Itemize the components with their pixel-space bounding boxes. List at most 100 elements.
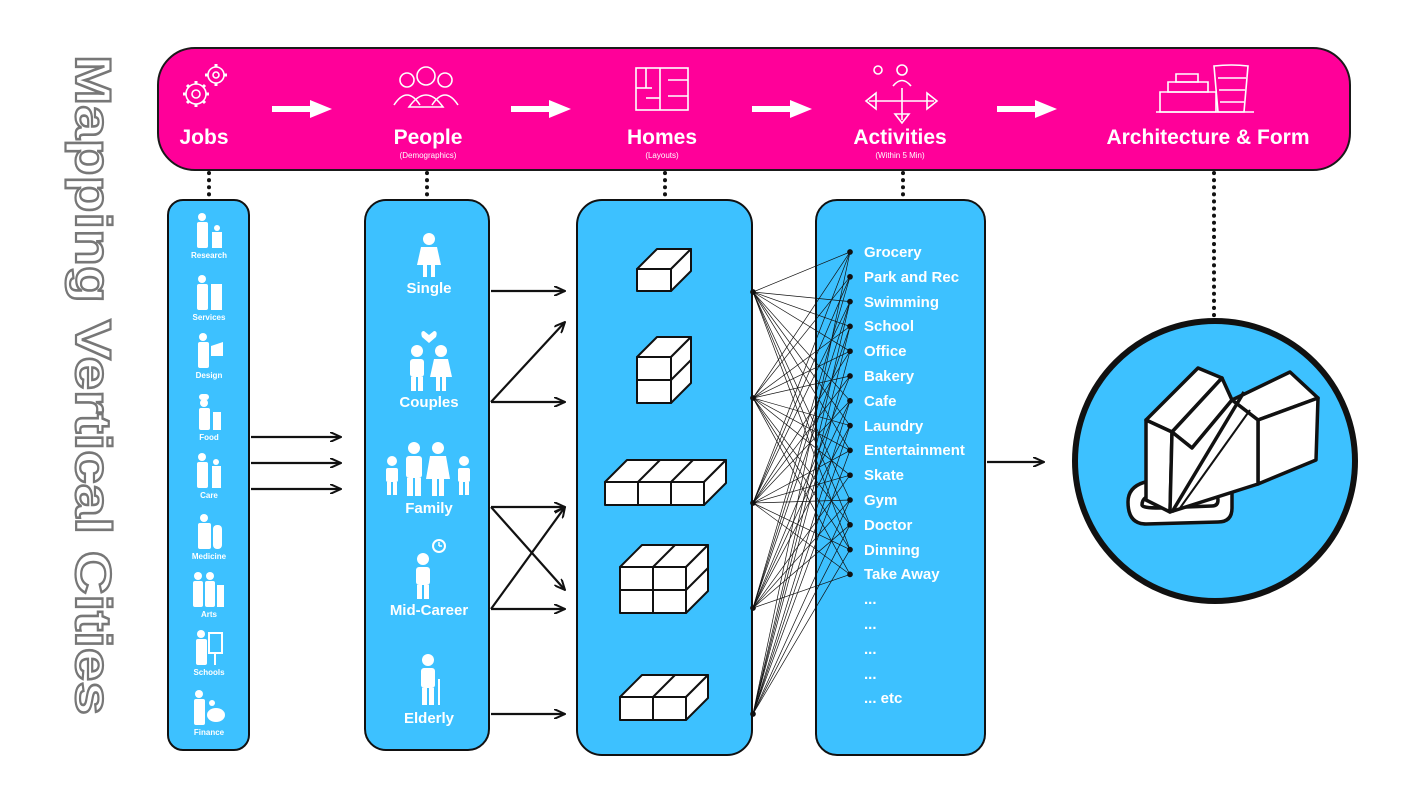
mesh-line: [752, 291, 851, 302]
mesh-line: [752, 276, 851, 609]
mesh-line: [752, 499, 851, 715]
job-research: Research: [169, 212, 249, 260]
mesh-line: [752, 375, 851, 399]
activity-node: [847, 447, 853, 454]
mesh-line: [752, 350, 851, 399]
activity-item: ...: [864, 665, 877, 683]
mesh-line: [752, 351, 851, 715]
mesh-line: [752, 425, 851, 715]
activity-item: Gym: [864, 492, 898, 509]
mesh-line: [752, 549, 851, 715]
mesh-line: [752, 326, 851, 399]
page-title: Mapping Vertical Cities: [65, 55, 121, 715]
vertical-title: Mapping Vertical Cities: [58, 54, 138, 725]
mesh-line: [752, 397, 851, 526]
person-elderly: Elderly: [366, 653, 492, 727]
mesh-line: [752, 291, 851, 402]
activity-item: Dinning: [864, 541, 920, 559]
activity-item: Cafe: [864, 392, 897, 410]
activity-item: Swimming: [864, 293, 940, 311]
mesh-line: [752, 326, 851, 609]
home-3-unit-row: [604, 459, 727, 506]
mesh-line: [752, 276, 851, 399]
mesh-line: [752, 276, 851, 504]
mesh-line: [752, 499, 851, 504]
activity-node: [847, 323, 853, 330]
activity-node: [847, 373, 853, 379]
stage-homes: Homes (Layouts): [626, 126, 698, 160]
mesh-line: [752, 450, 851, 715]
activity-item: Park and Rec: [864, 268, 960, 286]
mesh-line: [752, 502, 851, 550]
worker-icon: [197, 275, 222, 310]
job-medicine: Medicine: [169, 513, 249, 561]
mesh-line: [752, 301, 851, 715]
mesh-line: [752, 375, 851, 504]
mesh-line: [752, 450, 851, 504]
activity-item: ...: [864, 640, 877, 658]
activity-node: [847, 298, 853, 305]
activity-item: ... etc: [864, 690, 903, 708]
activity-item: ...: [864, 591, 877, 609]
mid-career-icon: [416, 539, 446, 599]
homes-to-activities-lines: [750, 249, 853, 717]
activity-node: [847, 397, 853, 404]
finance-icon: [194, 690, 225, 725]
activity-item: Office: [864, 343, 907, 361]
dotted-drops: [207, 171, 1216, 320]
activity-node: [847, 273, 853, 280]
mesh-line: [752, 524, 851, 609]
activity-item: Take Away: [864, 566, 940, 584]
caregiver-icon: [197, 453, 221, 488]
chef-icon: [199, 394, 221, 430]
home-4-unit-block: [619, 544, 709, 614]
teacher-icon: [196, 630, 223, 665]
mesh-line: [752, 502, 851, 575]
job-food: Food: [169, 394, 249, 442]
mesh-line: [752, 397, 851, 451]
mesh-line: [752, 524, 851, 715]
activity-item: Bakery: [864, 368, 915, 385]
job-schools: Schools: [169, 629, 249, 677]
mesh-line: [752, 574, 851, 609]
activity-item: Doctor: [864, 516, 913, 534]
activity-item: School: [864, 318, 915, 336]
mesh-line: [752, 251, 851, 399]
architecture-form-icon: [1126, 366, 1320, 526]
activity-item: Grocery: [864, 244, 922, 261]
doctor-icon: [198, 514, 222, 549]
activity-node: [847, 249, 853, 255]
activity-node: [847, 348, 853, 355]
mesh-line: [752, 397, 851, 426]
mesh-line: [752, 291, 851, 352]
mesh-line: [752, 351, 851, 504]
mesh-line: [752, 291, 851, 327]
mesh-line: [752, 301, 851, 504]
job-services: Services: [169, 274, 249, 322]
people-panel: Single Couples Family Mid-Career Elderly: [364, 199, 490, 751]
home-2-unit-stack: [636, 336, 692, 404]
person-couples: Couples: [366, 331, 492, 411]
stage-activities: Activities (Within 5 Min): [853, 126, 947, 160]
mesh-line: [752, 251, 851, 293]
couple-icon: [410, 331, 452, 391]
elderly-icon: [421, 654, 440, 705]
jobs-panel: Research Services Design Food Care Medic…: [167, 199, 250, 751]
stage-people: People (Demographics): [393, 126, 463, 160]
mesh-line: [752, 291, 851, 451]
mesh-line: [752, 397, 851, 575]
single-person-icon: [417, 233, 441, 277]
mesh-line: [752, 291, 851, 550]
job-arts: Arts: [169, 571, 249, 619]
job-care: Care: [169, 452, 249, 500]
person-family: Family: [366, 441, 492, 517]
mesh-line: [752, 326, 851, 715]
stage-jobs: Jobs: [179, 126, 229, 149]
job-finance: Finance: [169, 689, 249, 737]
mesh-line: [752, 251, 851, 715]
mesh-line: [752, 400, 851, 504]
home-2-unit-row: [619, 674, 709, 721]
mesh-line: [752, 474, 851, 504]
